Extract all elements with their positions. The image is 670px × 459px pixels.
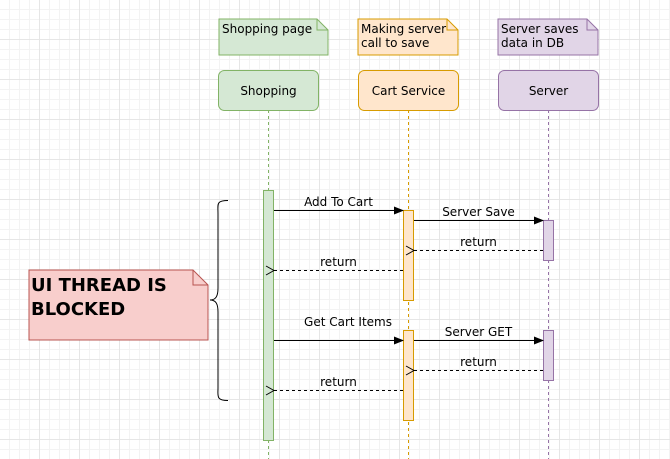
participant-cart-service-label: Cart Service — [372, 84, 446, 98]
msg-return-1: return — [460, 235, 497, 249]
note-shopping-line-1: Shopping page — [222, 22, 312, 36]
ui-thread-blocked-note: UI THREAD IS BLOCKED — [28, 269, 209, 341]
participant-server-label: Server — [529, 84, 568, 98]
participant-server[interactable]: Server — [498, 70, 599, 111]
note-making-server-call: Making server call to save — [357, 18, 459, 56]
note-cart-line-2: call to save — [361, 36, 429, 50]
note-server-line-2: data in DB — [501, 36, 564, 50]
participant-shopping[interactable]: Shopping — [218, 70, 319, 111]
activation-cart-1 — [403, 210, 414, 301]
callout-line-1: UI THREAD IS — [31, 275, 167, 296]
curly-brace — [209, 200, 229, 401]
activation-cart-2 — [403, 330, 414, 421]
msg-get-cart-items: Get Cart Items — [304, 315, 392, 329]
note-server-line-1: Server saves — [501, 22, 579, 36]
msg-return-3: return — [460, 355, 497, 369]
note-server-saves: Server saves data in DB — [497, 18, 599, 56]
activation-shopping — [263, 190, 274, 441]
msg-return-4: return — [320, 375, 357, 389]
note-cart-line-1: Making server — [361, 22, 446, 36]
note-shopping-page: Shopping page — [218, 18, 329, 56]
participant-cart-service[interactable]: Cart Service — [358, 70, 459, 111]
activation-server-1 — [543, 220, 554, 261]
msg-server-get: Server GET — [445, 325, 513, 339]
participant-shopping-label: Shopping — [240, 84, 296, 98]
msg-add-to-cart: Add To Cart — [304, 195, 373, 209]
activation-server-2 — [543, 330, 554, 381]
msg-return-2: return — [320, 255, 357, 269]
callout-line-2: BLOCKED — [31, 299, 125, 320]
msg-server-save: Server Save — [442, 205, 515, 219]
